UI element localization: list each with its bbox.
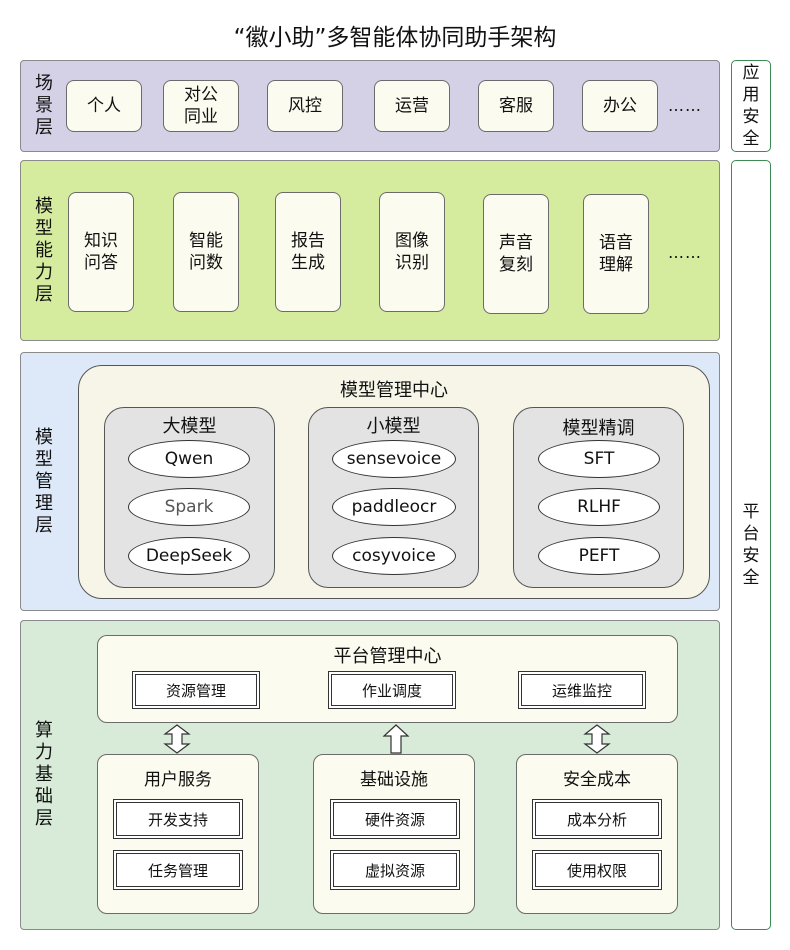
label-char: 模 [35,195,53,217]
model-mgmt-layer-label: 模 型 管 理 层 [22,354,66,609]
capability-item-text: 声音 [499,233,533,253]
up-arrow-icon [382,724,410,754]
security-cost-title: 安全成本 [563,770,631,790]
compute-layer-label: 算 力 基 础 层 [22,622,66,928]
dev-support-box: 开发支持 [113,799,243,839]
capability-layer-label: 模 型 能 力 层 [22,162,66,339]
platform-security-sidebar: 平 台 安 全 [731,160,771,930]
label-char: 础 [35,786,53,807]
scene-more: …… [668,96,702,115]
large-model-title: 大模型 [162,416,217,437]
capability-item-text: 语音 [599,233,633,253]
capability-item-qa: 知识 问答 [68,192,134,312]
platform-mgmt-center-title: 平台管理中心 [333,646,442,667]
scene-item-risk: 风控 [267,80,343,132]
label-char: 理 [35,492,53,514]
capability-more: …… [668,243,702,262]
capability-item-text: 图像 [395,231,429,251]
model-paddleocr: paddleocr [332,488,456,526]
label-char: 层 [35,808,53,829]
label-char: 型 [35,448,53,470]
capability-item-text: 生成 [291,253,325,273]
scene-item-text: 办公 [603,96,637,116]
capability-item-text: 复刻 [499,255,533,275]
capability-item-voice-clone: 声音 复刻 [483,194,549,314]
capability-item-text: 问数 [189,253,223,273]
label-char: 层 [35,283,53,305]
sidebar-char: 用 [742,85,760,105]
ops-monitoring-box: 运维监控 [518,671,646,709]
scene-item-text: 个人 [87,96,121,116]
capability-item-text: 智能 [189,231,223,251]
label-char: 管 [35,470,53,492]
scene-item-text: 对公 [184,85,218,105]
label-char: 型 [35,217,53,239]
capability-item-report: 报告 生成 [275,192,341,312]
model-cosyvoice: cosyvoice [332,537,456,575]
scene-layer-label: 场 景 层 [22,62,66,150]
diagram-title: “徽小助”多智能体协同助手架构 [233,25,557,51]
sidebar-char: 安 [742,546,760,566]
finetune-sft: SFT [538,440,660,478]
label-char: 基 [35,764,53,785]
scene-item-corporate: 对公 同业 [163,80,239,132]
resource-mgmt-box: 资源管理 [132,671,260,709]
scene-item-office: 办公 [582,80,658,132]
usage-permission-box: 使用权限 [532,850,662,890]
finetune-peft: PEFT [538,537,660,575]
label-char: 算 [35,720,53,741]
sidebar-char: 全 [742,568,760,588]
capability-item-text: 识别 [395,253,429,273]
small-model-title: 小模型 [366,416,421,437]
scene-item-text: 运营 [395,96,429,116]
capability-item-text: 知识 [84,231,118,251]
finetune-rlhf: RLHF [538,488,660,526]
scene-item-service: 客服 [478,80,554,132]
model-qwen: Qwen [128,440,250,478]
sidebar-char: 台 [742,524,760,544]
sidebar-char: 全 [742,129,760,149]
label-char: 力 [35,261,53,283]
user-services-title: 用户服务 [144,770,212,790]
label-char: 模 [35,426,53,448]
label-char: 景 [35,95,53,116]
scene-item-text: 风控 [288,96,322,116]
scene-item-personal: 个人 [66,80,142,132]
sidebar-char: 平 [742,502,760,522]
capability-item-text: 理解 [599,255,633,275]
task-mgmt-box: 任务管理 [113,850,243,890]
scene-item-operations: 运营 [374,80,450,132]
model-spark: Spark [128,488,250,526]
scene-item-text: 同业 [184,107,218,127]
capability-item-data-query: 智能 问数 [173,192,239,312]
label-char: 力 [35,742,53,763]
double-arrow-icon [163,724,191,754]
sidebar-char: 安 [742,107,760,127]
label-char: 层 [35,117,53,138]
app-security-sidebar: 应 用 安 全 [731,60,771,152]
job-scheduling-box: 作业调度 [328,671,456,709]
capability-item-speech: 语音 理解 [583,194,649,314]
model-mgmt-center-title: 模型管理中心 [340,380,448,401]
label-char: 场 [35,73,53,94]
model-sensevoice: sensevoice [332,440,456,478]
model-deepseek: DeepSeek [128,537,250,575]
capability-item-image: 图像 识别 [379,192,445,312]
hardware-resources-box: 硬件资源 [330,799,460,839]
infrastructure-title: 基础设施 [360,770,428,790]
label-char: 层 [35,514,53,536]
cost-analysis-box: 成本分析 [532,799,662,839]
finetune-title: 模型精调 [562,418,635,439]
capability-item-text: 问答 [84,253,118,273]
double-arrow-icon [583,724,611,754]
virtual-resources-box: 虚拟资源 [330,850,460,890]
capability-item-text: 报告 [291,231,325,251]
sidebar-char: 应 [742,63,760,83]
scene-item-text: 客服 [499,96,533,116]
label-char: 能 [35,239,53,261]
